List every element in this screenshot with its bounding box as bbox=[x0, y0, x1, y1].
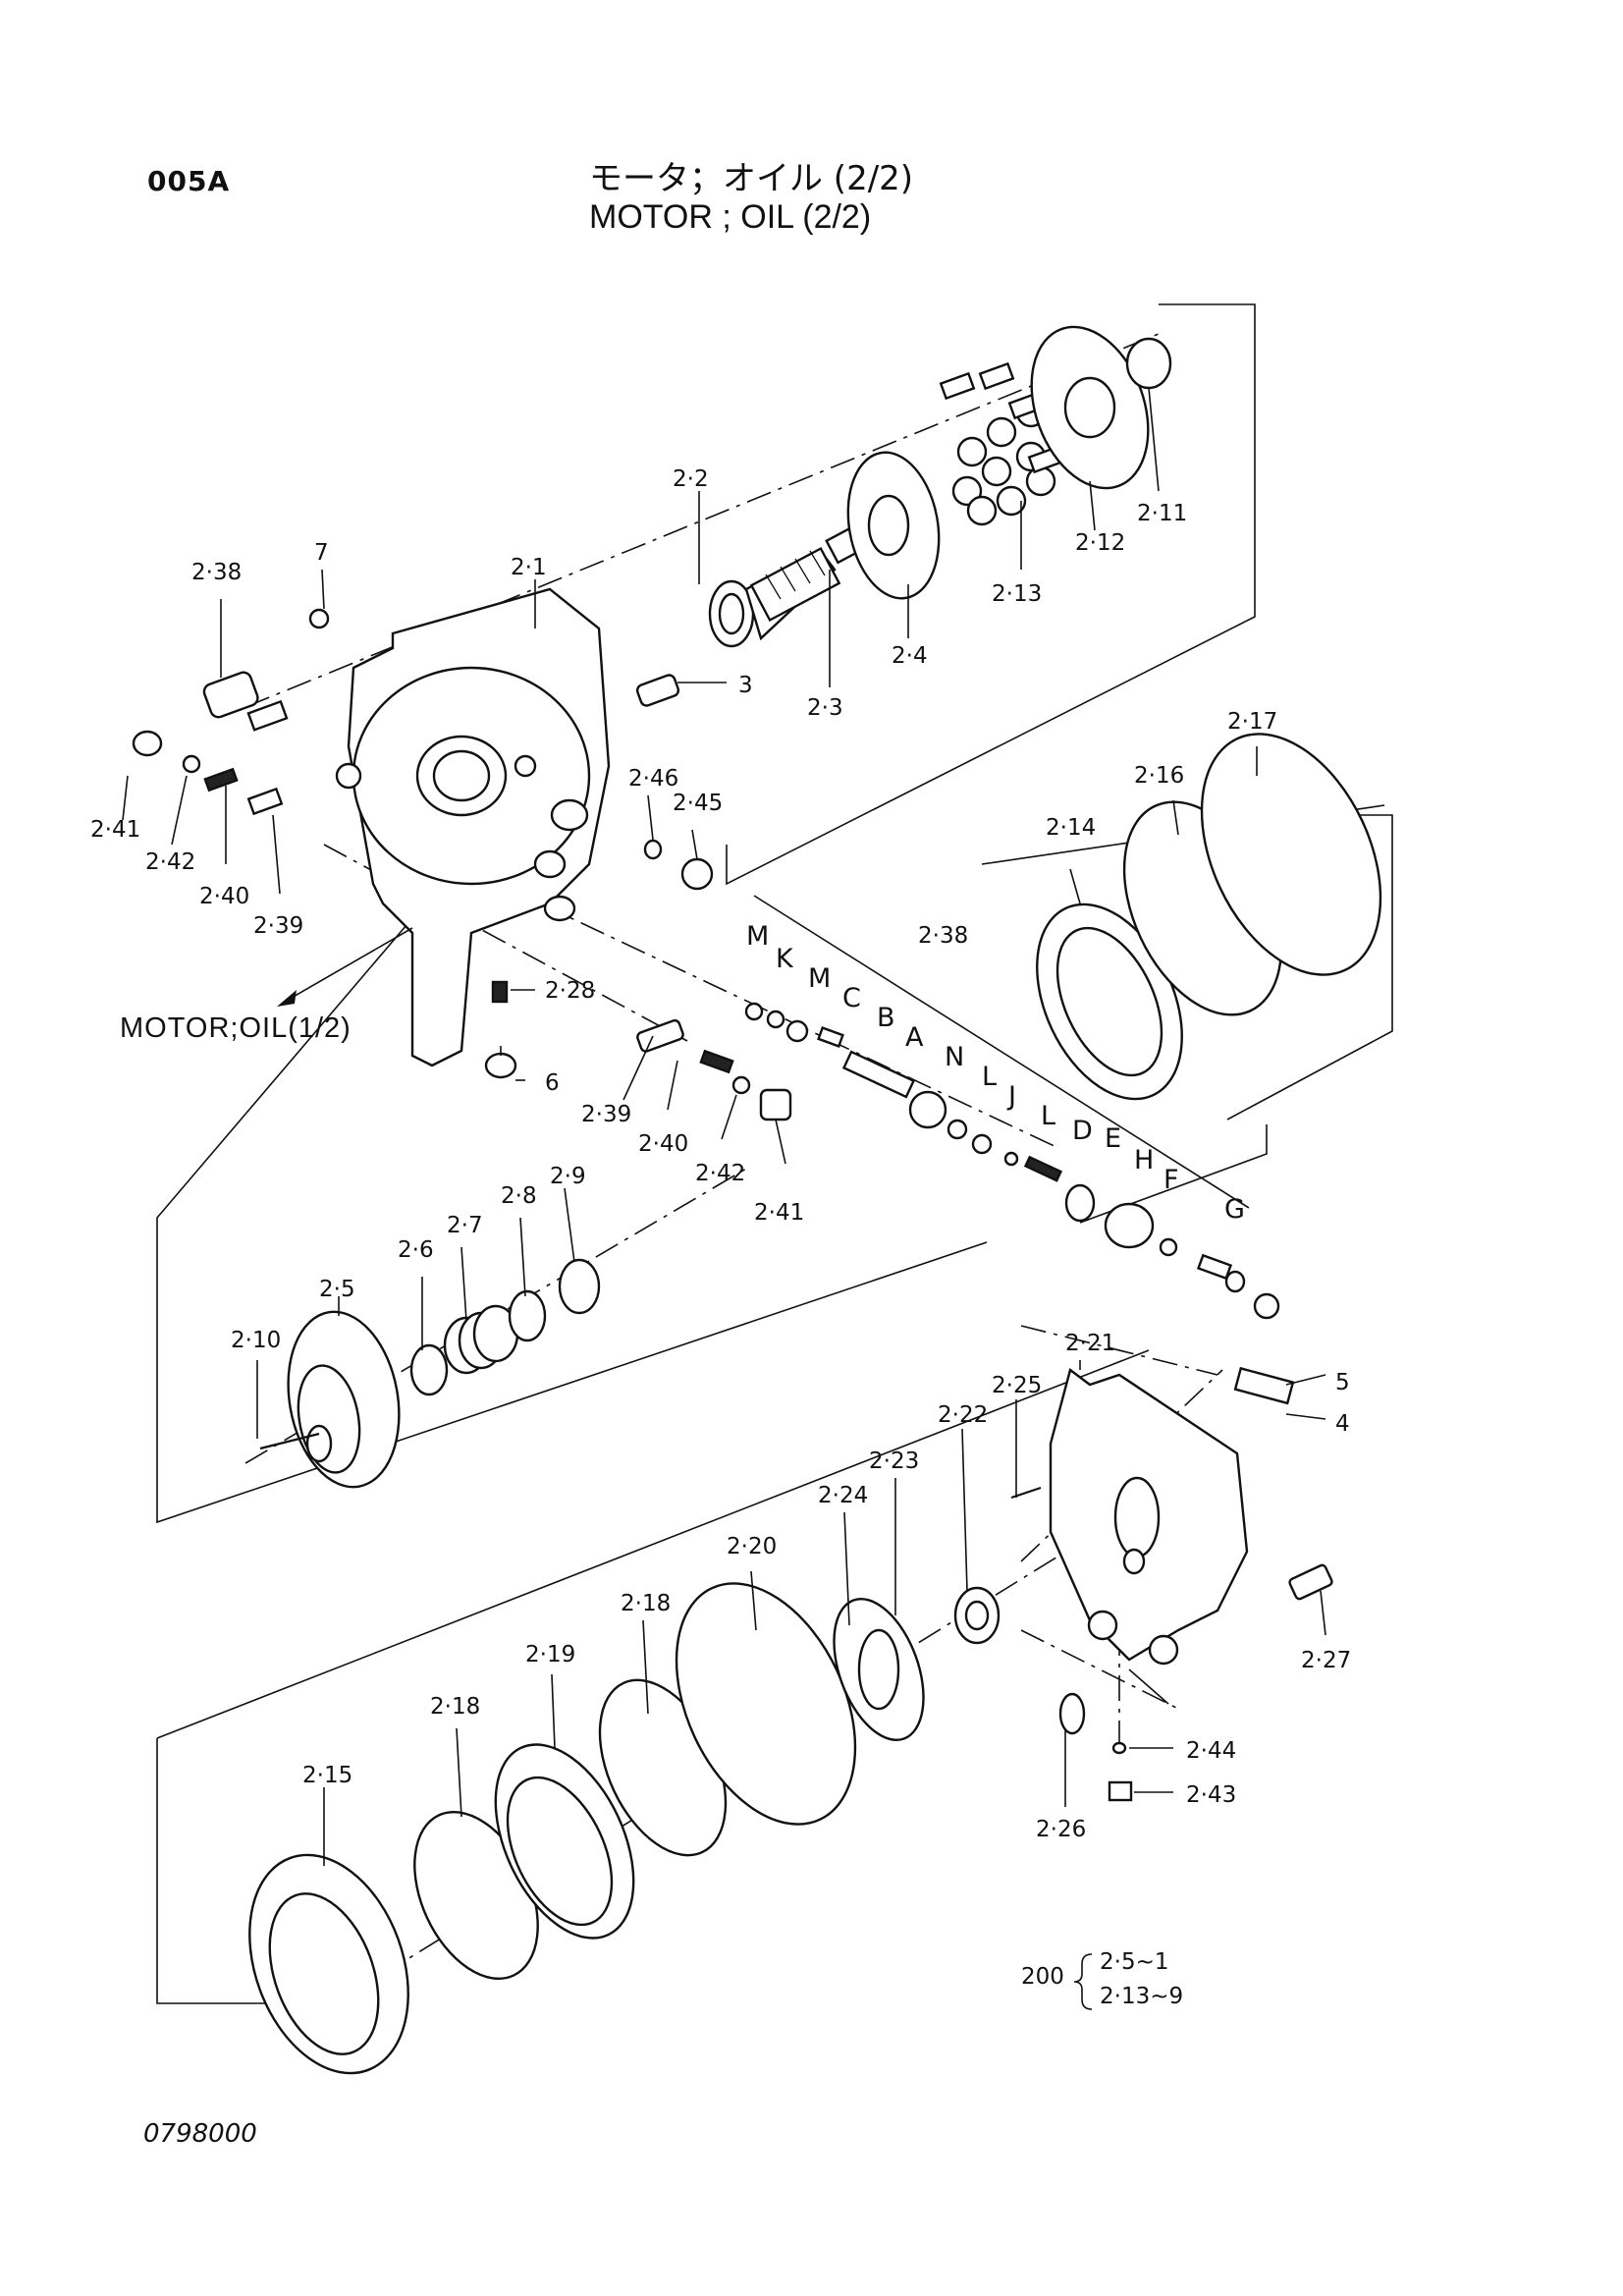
letter-K: K bbox=[776, 944, 794, 974]
callout-2-5: 2·5 bbox=[319, 1277, 355, 1302]
callout-2-18-lower: 2·18 bbox=[430, 1694, 480, 1720]
letter-A: A bbox=[905, 1022, 924, 1053]
page-code: 005A bbox=[147, 165, 231, 197]
callout-2-44: 2·44 bbox=[1186, 1738, 1236, 1764]
callout-2-27: 2·27 bbox=[1301, 1648, 1351, 1673]
valve-parts-row bbox=[636, 1002, 1280, 1320]
callout-2-7: 2·7 bbox=[447, 1213, 483, 1238]
letter-B: B bbox=[877, 1003, 895, 1033]
callout-2-41-lower: 2·41 bbox=[754, 1200, 804, 1226]
callout-2-46: 2·46 bbox=[628, 766, 678, 792]
callout-2-41-upper: 2·41 bbox=[90, 817, 140, 843]
callout-2-14: 2·14 bbox=[1046, 815, 1096, 841]
callout-2-13: 2·13 bbox=[992, 581, 1042, 607]
callout-2-6: 2·6 bbox=[398, 1237, 434, 1263]
callout-5: 5 bbox=[1335, 1370, 1350, 1395]
cross-reference-label: MOTOR;OIL(1/2) bbox=[120, 1012, 352, 1044]
letter-L-1: L bbox=[982, 1062, 997, 1092]
callout-2-22: 2·22 bbox=[938, 1402, 988, 1428]
callout-2-23: 2·23 bbox=[869, 1449, 919, 1474]
callout-2-18-upper: 2·18 bbox=[621, 1591, 671, 1616]
callout-2-39-lower: 2·39 bbox=[581, 1102, 631, 1127]
callout-2-11: 2·11 bbox=[1137, 501, 1187, 526]
callout-2-38-upper: 2·38 bbox=[191, 560, 242, 585]
callout-2-42-upper: 2·42 bbox=[145, 849, 195, 875]
callout-3: 3 bbox=[738, 673, 753, 698]
callout-2-21: 2·21 bbox=[1065, 1331, 1115, 1356]
letter-G: G bbox=[1224, 1194, 1245, 1225]
callout-2-17: 2·17 bbox=[1227, 709, 1277, 735]
letter-D: D bbox=[1072, 1116, 1093, 1146]
callout-2-25: 2·25 bbox=[992, 1373, 1042, 1398]
callout-2-16: 2·16 bbox=[1134, 763, 1184, 789]
callout-labels: 2·1 2·2 2·3 2·4 2·5 2·6 2·7 2·8 2·9 2·10… bbox=[90, 466, 1351, 1842]
drawing-number: 0798000 bbox=[143, 2119, 257, 2149]
letter-H: H bbox=[1134, 1145, 1154, 1175]
callout-2-12: 2·12 bbox=[1075, 530, 1125, 556]
motor-housing bbox=[335, 587, 611, 1067]
letter-N: N bbox=[945, 1042, 964, 1072]
callout-2-45: 2·45 bbox=[673, 791, 723, 816]
callout-2-40-upper: 2·40 bbox=[199, 884, 249, 909]
callout-2-3: 2·3 bbox=[807, 695, 843, 721]
letter-L-2: L bbox=[1041, 1101, 1055, 1131]
callout-2-38-row: 2·38 bbox=[918, 923, 968, 949]
callout-2-1: 2·1 bbox=[511, 555, 547, 580]
callout-2-39-upper: 2·39 bbox=[253, 913, 303, 939]
kit-line-2: 2·13~9 bbox=[1100, 1984, 1183, 2009]
callout-2-43: 2·43 bbox=[1186, 1782, 1236, 1808]
frame-lines bbox=[156, 303, 1393, 2004]
leader-lines bbox=[122, 387, 1326, 1866]
callout-2-9: 2·9 bbox=[550, 1164, 586, 1189]
callout-2-24: 2·24 bbox=[818, 1483, 868, 1508]
callout-2-20: 2·20 bbox=[727, 1534, 777, 1559]
title-japanese: モータ；オイル (2/2) bbox=[589, 159, 914, 198]
callout-2-40-lower: 2·40 bbox=[638, 1131, 688, 1157]
piston-set bbox=[939, 361, 1064, 526]
letter-F: F bbox=[1163, 1165, 1179, 1195]
callout-2-15: 2·15 bbox=[302, 1763, 352, 1788]
letter-M-2: M bbox=[808, 963, 831, 994]
callout-2-8: 2·8 bbox=[501, 1183, 537, 1209]
callout-6: 6 bbox=[545, 1070, 560, 1096]
letter-E: E bbox=[1105, 1123, 1121, 1154]
oring-set-right bbox=[1036, 733, 1382, 1101]
kit-line-1: 2·5~1 bbox=[1100, 1949, 1168, 1975]
callout-2-28: 2·28 bbox=[545, 978, 595, 1004]
shaft-group bbox=[708, 325, 1172, 648]
callout-2-26: 2·26 bbox=[1036, 1817, 1086, 1842]
callout-2-2: 2·2 bbox=[673, 466, 709, 492]
callout-2-10: 2·10 bbox=[231, 1328, 281, 1353]
small-parts-upper-left bbox=[132, 608, 714, 1079]
lower-rings-group bbox=[248, 1582, 1133, 2075]
callout-2-4: 2·4 bbox=[892, 643, 928, 669]
callout-2-42-lower: 2·42 bbox=[695, 1161, 745, 1186]
cover-housing bbox=[1010, 1366, 1333, 1666]
kit-quantity: 200 bbox=[1021, 1964, 1064, 1990]
callout-7: 7 bbox=[314, 540, 329, 566]
callout-4: 4 bbox=[1335, 1411, 1350, 1437]
title-english: MOTOR ; OIL (2/2) bbox=[589, 198, 872, 236]
kit-note: 200 2·5~1 2·13~9 bbox=[1021, 1949, 1183, 2010]
letter-M-1: M bbox=[746, 921, 769, 952]
gear-spring-group bbox=[259, 1258, 601, 1489]
letter-J: J bbox=[1006, 1081, 1016, 1112]
sub-letter-labels: M K M C B A N L J L D E H F G bbox=[746, 921, 1245, 1225]
callout-2-19: 2·19 bbox=[525, 1642, 575, 1667]
letter-C: C bbox=[842, 983, 861, 1013]
